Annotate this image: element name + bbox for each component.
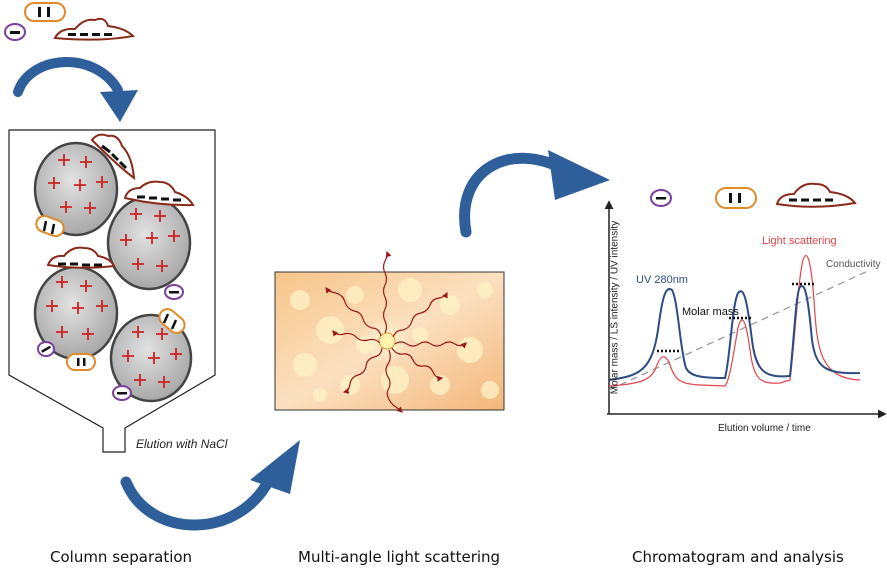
uv-label: UV 280nm [636,274,688,286]
protein-large-bound [90,133,136,181]
protein-small-legend [650,189,672,207]
protein-medium-bound [66,353,96,371]
caption-chromatogram: Chromatogram and analysis [632,548,844,566]
protein-medium-top [24,2,66,22]
x-axis-label: Elution volume / time [718,423,811,434]
protein-medium-bound [158,308,186,334]
conductivity-label: Conductivity [826,259,881,270]
elution-label: Elution with NaCl [136,437,228,451]
protein-small-top [4,23,26,41]
curved-arrow-icon [13,57,138,122]
protein-large-legend [775,182,857,208]
protein-large-bound [46,246,116,269]
y-axis-label: Molar mass / LS intensity / UV intensity [609,220,621,395]
curved-arrow-icon [459,150,610,238]
light-scatter-icon [274,250,505,413]
ls-label: Light scattering [762,235,837,247]
bead-positive-charges [46,154,182,388]
protein-large-top [53,17,136,41]
caption-mals: Multi-angle light scattering [298,548,501,566]
molar-mass-label: Molar mass [682,306,739,318]
protein-medium-legend [715,187,757,209]
protein-medium-bound [35,214,65,238]
protein-large-bound [123,180,195,207]
curved-arrow-icon [120,440,300,531]
caption-column: Column separation [50,548,193,566]
chromatogram-plot [604,200,887,419]
